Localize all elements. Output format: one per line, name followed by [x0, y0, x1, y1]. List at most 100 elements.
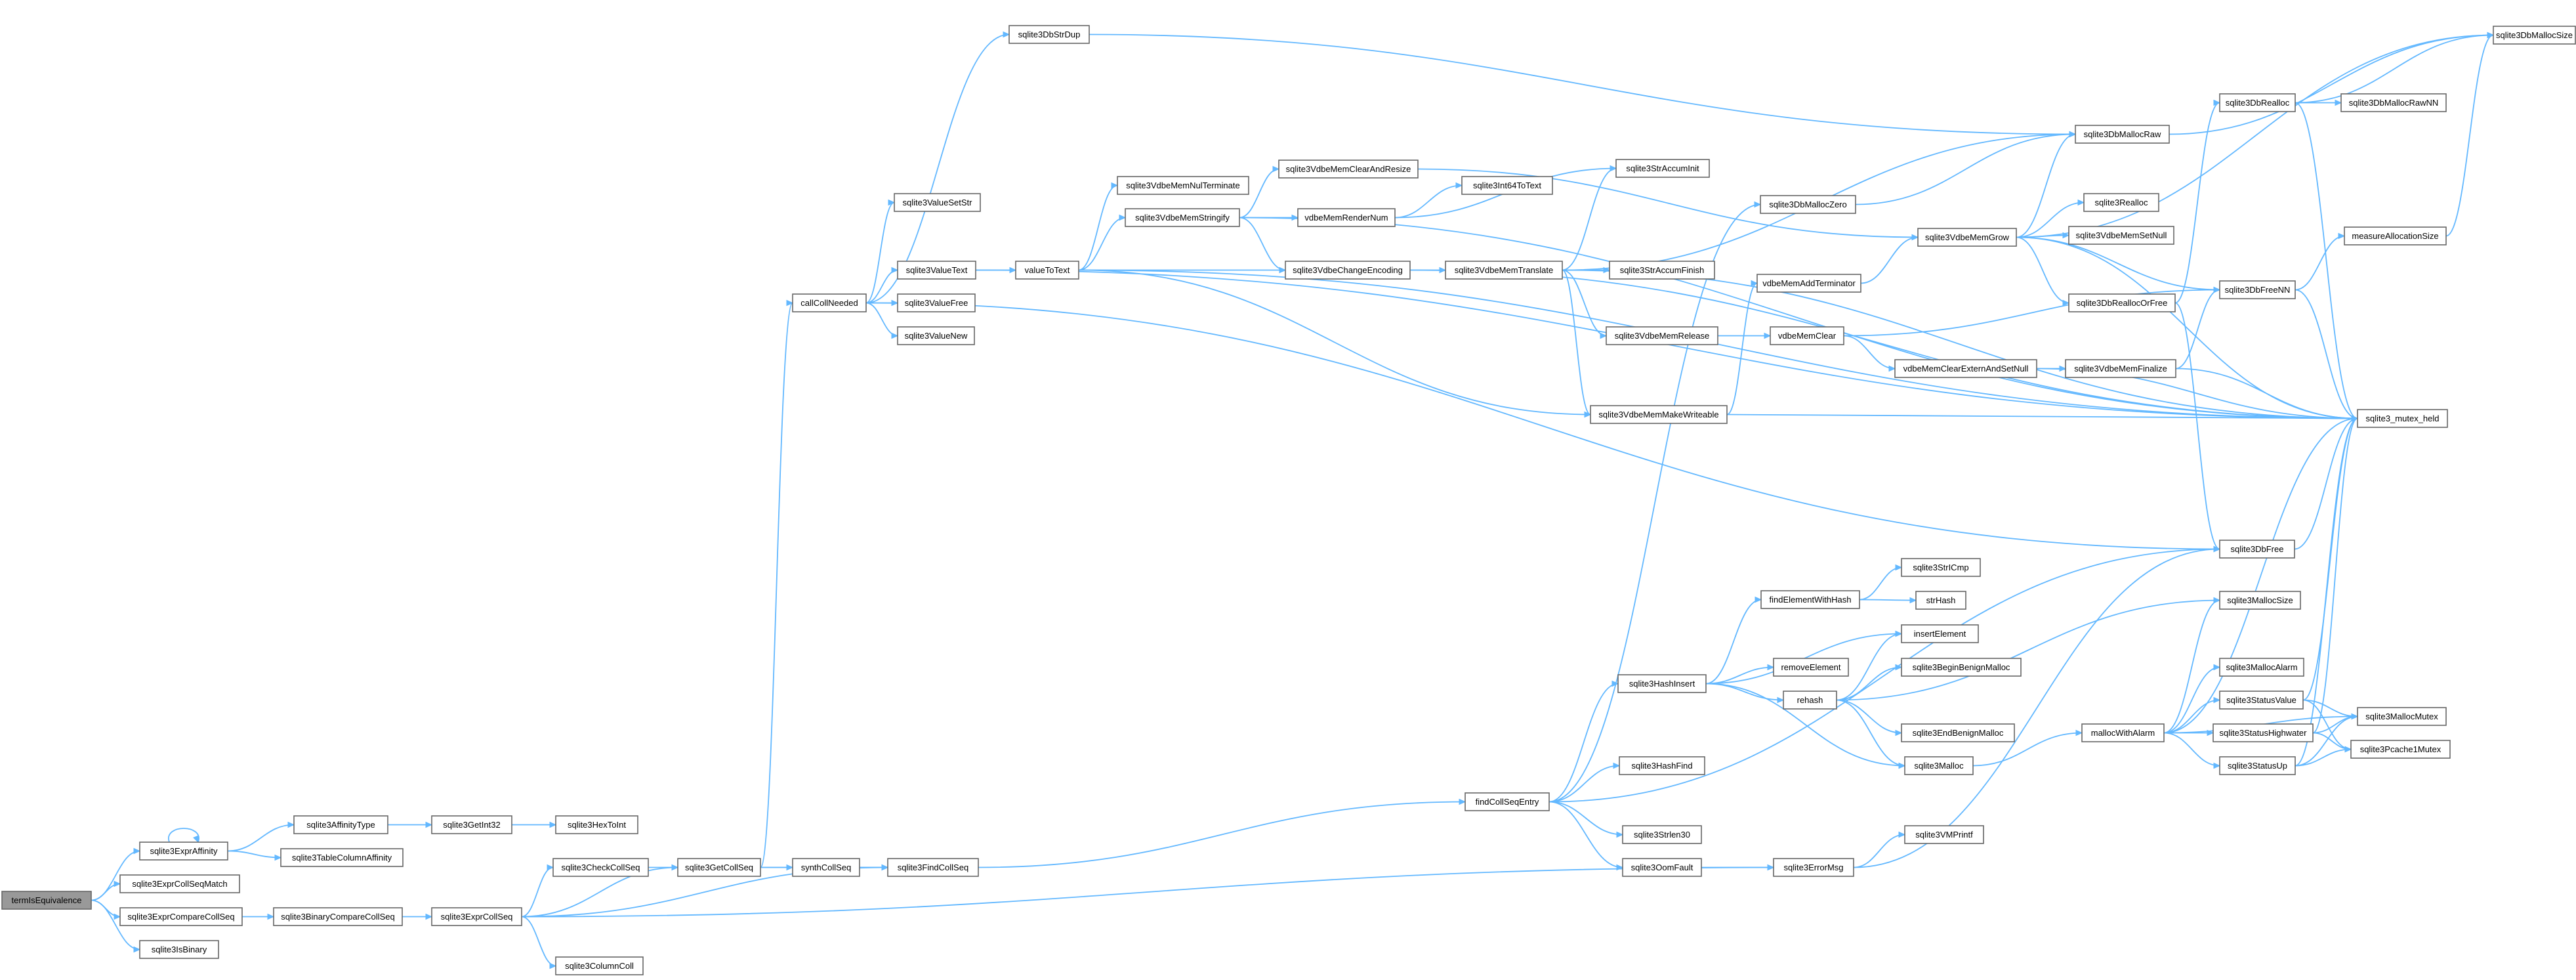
node-sqlite3-vdbe-mem-nul-terminate[interactable]: sqlite3VdbeMemNulTerminate: [1117, 176, 1249, 195]
node-sqlite3-realloc[interactable]: sqlite3Realloc: [2083, 193, 2159, 212]
node-sqlite3-malloc-mutex[interactable]: sqlite3MallocMutex: [2357, 707, 2447, 726]
node-sqlite3-begin-benign-malloc[interactable]: sqlite3BeginBenignMalloc: [1901, 658, 2022, 677]
edge-rehash-to-insert-element: [1836, 633, 1902, 701]
node-box: [1590, 405, 1728, 424]
node-vdbe-mem-clear[interactable]: vdbeMemClear: [1770, 326, 1844, 345]
node-sqlite3-db-realloc-or-free[interactable]: sqlite3DbReallocOrFree: [2068, 293, 2176, 312]
node-sqlite3-status-value[interactable]: sqlite3StatusValue: [2219, 691, 2304, 710]
node-insert-element[interactable]: insertElement: [1901, 624, 1979, 643]
node-find-coll-seq-entry[interactable]: findCollSeqEntry: [1465, 792, 1550, 811]
node-vdbe-mem-clear-extern-and-set-null[interactable]: vdbeMemClearExternAndSetNull: [1894, 359, 2037, 378]
edge-term-is-equivalence-to-sqlite3-expr-coll-seq-match: [91, 883, 121, 901]
node-sqlite3-value-free[interactable]: sqlite3ValueFree: [897, 293, 976, 312]
node-sqlite3-malloc[interactable]: sqlite3Malloc: [1904, 756, 1974, 775]
node-sqlite3-get-coll-seq[interactable]: sqlite3GetCollSeq: [677, 858, 761, 877]
node-remove-element[interactable]: removeElement: [1773, 658, 1849, 677]
node-measure-allocation-size[interactable]: measureAllocationSize: [2344, 226, 2447, 245]
node-label: sqlite3VdbeMemRelease: [1615, 331, 1710, 341]
node-sqlite3-db-malloc-zero[interactable]: sqlite3DbMallocZero: [1760, 195, 1856, 214]
node-sqlite3-vdbe-mem-stringify[interactable]: sqlite3VdbeMemStringify: [1125, 208, 1240, 227]
node-sqlite3-db-str-dup[interactable]: sqlite3DbStrDup: [1008, 25, 1090, 44]
node-sqlite3-expr-compare-coll-seq[interactable]: sqlite3ExprCompareCollSeq: [119, 907, 243, 926]
node-sqlite3-value-text[interactable]: sqlite3ValueText: [897, 261, 976, 280]
node-label: findElementWithHash: [1770, 595, 1852, 605]
node-rehash[interactable]: rehash: [1783, 691, 1837, 710]
node-sqlite3-affinity-type[interactable]: sqlite3AffinityType: [293, 815, 388, 834]
node-sqlite3-int64-to-text[interactable]: sqlite3Int64ToText: [1461, 176, 1553, 195]
node-sqlite3-expr-coll-seq[interactable]: sqlite3ExprCollSeq: [431, 907, 522, 926]
node-label: sqlite3HexToInt: [568, 820, 626, 830]
node-sqlite3-oom-fault[interactable]: sqlite3OomFault: [1622, 858, 1702, 877]
node-sqlite3-db-malloc-raw-nn[interactable]: sqlite3DbMallocRawNN: [2340, 93, 2447, 112]
node-sqlite3-value-new[interactable]: sqlite3ValueNew: [897, 326, 975, 345]
node-sqlite3-vdbe-mem-release[interactable]: sqlite3VdbeMemRelease: [1606, 326, 1718, 345]
node-sqlite3-find-coll-seq[interactable]: sqlite3FindCollSeq: [887, 858, 979, 877]
node-box: [2350, 740, 2451, 759]
node-box: [2219, 591, 2301, 610]
node-synth-coll-seq[interactable]: synthCollSeq: [792, 858, 860, 877]
node-sqlite3-expr-affinity[interactable]: sqlite3ExprAffinity: [139, 842, 228, 861]
node-sqlite3-str-icmp[interactable]: sqlite3StrICmp: [1901, 558, 1981, 577]
node-sqlite3-status-up[interactable]: sqlite3StatusUp: [2219, 756, 2296, 775]
node-box: [273, 907, 403, 926]
node-label: rehash: [1797, 695, 1823, 705]
node-sqlite3-malloc-alarm[interactable]: sqlite3MallocAlarm: [2219, 658, 2304, 677]
node-sqlite3-hash-insert[interactable]: sqlite3HashInsert: [1617, 674, 1707, 693]
node-sqlite3-db-free[interactable]: sqlite3DbFree: [2219, 540, 2295, 559]
node-label: mallocWithAlarm: [2091, 728, 2155, 738]
edge-sqlite3-db-free-to-sqlite3-mutex-held: [2294, 417, 2358, 550]
node-sqlite3-db-realloc[interactable]: sqlite3DbRealloc: [2219, 93, 2296, 112]
node-sqlite3-error-msg[interactable]: sqlite3ErrorMsg: [1773, 858, 1854, 877]
edge-arrowhead: [114, 880, 121, 887]
node-box: [119, 907, 243, 926]
node-sqlite3-db-malloc-raw[interactable]: sqlite3DbMallocRaw: [2075, 125, 2170, 144]
node-malloc-with-alarm[interactable]: mallocWithAlarm: [2081, 723, 2165, 742]
node-sqlite3-mutex-held[interactable]: sqlite3_mutex_held: [2357, 409, 2448, 428]
node-sqlite3-vdbe-mem-finalize[interactable]: sqlite3VdbeMemFinalize: [2065, 359, 2176, 378]
node-sqlite3-db-free-nn[interactable]: sqlite3DbFreeNN: [2219, 280, 2296, 299]
node-str-hash[interactable]: strHash: [1915, 591, 1966, 610]
node-find-element-with-hash[interactable]: findElementWithHash: [1760, 590, 1860, 609]
node-sqlite3-strlen30[interactable]: sqlite3Strlen30: [1622, 825, 1702, 844]
node-sqlite3-vdbe-mem-clear-and-resize[interactable]: sqlite3VdbeMemClearAndResize: [1278, 160, 1419, 179]
node-sqlite3-hex-to-int[interactable]: sqlite3HexToInt: [555, 815, 638, 834]
node-call-coll-needed[interactable]: callCollNeeded: [792, 293, 867, 312]
node-box: [1622, 858, 1702, 877]
node-sqlite3-column-coll[interactable]: sqlite3ColumnColl: [555, 956, 644, 975]
node-sqlite3-vdbe-mem-grow[interactable]: sqlite3VdbeMemGrow: [1917, 228, 2017, 247]
node-sqlite3-expr-coll-seq-match[interactable]: sqlite3ExprCollSeqMatch: [119, 874, 240, 893]
node-sqlite3-db-malloc-size[interactable]: sqlite3DbMallocSize: [2493, 26, 2576, 45]
node-vdbe-mem-add-terminator[interactable]: vdbeMemAddTerminator: [1756, 274, 1861, 293]
node-term-is-equivalence[interactable]: termIsEquivalence: [1, 891, 92, 910]
node-sqlite3-malloc-size[interactable]: sqlite3MallocSize: [2219, 591, 2301, 610]
edge-sqlite3-vdbe-mem-translate-to-sqlite3-vdbe-mem-make-writeable: [1562, 269, 1591, 415]
node-sqlite3-pcache1-mutex[interactable]: sqlite3Pcache1Mutex: [2350, 740, 2451, 759]
node-sqlite3-get-int32[interactable]: sqlite3GetInt32: [431, 815, 512, 834]
node-sqlite3-status-highwater[interactable]: sqlite3StatusHighwater: [2212, 723, 2314, 742]
node-sqlite3-check-coll-seq[interactable]: sqlite3CheckCollSeq: [552, 858, 649, 877]
node-sqlite3-str-accum-init[interactable]: sqlite3StrAccumInit: [1615, 159, 1710, 178]
edge-arrowhead: [1895, 664, 1903, 671]
node-box: [1617, 674, 1707, 693]
edge-arrowhead: [2075, 729, 2083, 736]
node-sqlite3-vdbe-change-encoding[interactable]: sqlite3VdbeChangeEncoding: [1285, 261, 1411, 280]
node-vdbe-mem-render-num[interactable]: vdbeMemRenderNum: [1297, 208, 1396, 227]
node-sqlite3-vdbe-mem-make-writeable[interactable]: sqlite3VdbeMemMakeWriteable: [1590, 405, 1728, 424]
node-value-to-text[interactable]: valueToText: [1015, 261, 1079, 280]
node-box: [1125, 208, 1240, 227]
node-label: vdbeMemRenderNum: [1304, 213, 1388, 223]
node-label: sqlite3ValueNew: [905, 331, 968, 341]
node-sqlite3-str-accum-finish[interactable]: sqlite3StrAccumFinish: [1609, 261, 1715, 280]
node-sqlite3-vdbe-mem-set-null[interactable]: sqlite3VdbeMemSetNull: [2068, 226, 2174, 245]
node-sqlite3-end-benign-malloc[interactable]: sqlite3EndBenignMalloc: [1901, 723, 2015, 742]
node-box: [2219, 280, 2296, 299]
node-sqlite3-binary-compare-coll-seq[interactable]: sqlite3BinaryCompareCollSeq: [273, 907, 403, 926]
node-box: [1445, 261, 1563, 280]
node-sqlite3-hash-find[interactable]: sqlite3HashFind: [1619, 756, 1705, 775]
node-sqlite3-value-set-str[interactable]: sqlite3ValueSetStr: [894, 193, 981, 212]
node-sqlite3-table-column-affinity[interactable]: sqlite3TableColumnAffinity: [280, 848, 404, 867]
node-sqlite3-vmprintf[interactable]: sqlite3VMPrintf: [1904, 825, 1984, 844]
node-sqlite3-is-binary[interactable]: sqlite3IsBinary: [139, 940, 219, 959]
node-sqlite3-vdbe-mem-translate[interactable]: sqlite3VdbeMemTranslate: [1445, 261, 1563, 280]
edge-malloc-with-alarm-to-sqlite3-status-up: [2163, 732, 2220, 767]
